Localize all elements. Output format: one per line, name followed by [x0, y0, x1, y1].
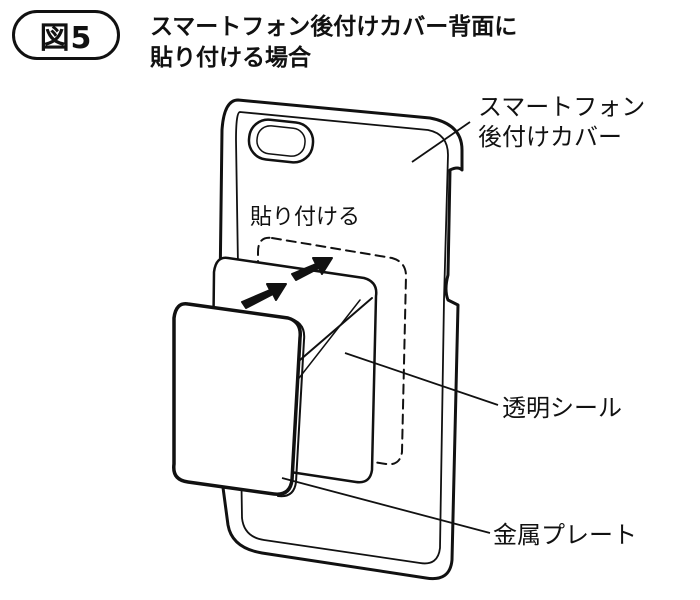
label-transparent-seal: 透明シール [502, 394, 622, 422]
label-phone-cover: スマートフォン 後付けカバー [478, 92, 645, 152]
leader-line-cover [411, 121, 471, 163]
label-metal-plate: 金属プレート [493, 521, 637, 549]
label-phone-cover-line-1: スマートフォン [478, 93, 646, 121]
camera-hole [247, 118, 315, 164]
attach-area-dashed [257, 236, 407, 466]
leader-line-plate [281, 477, 491, 534]
figure-title: スマートフォン後付けカバー背面に 貼り付ける場合 [150, 12, 517, 74]
label-phone-cover-line-2: 後付けカバー [478, 123, 622, 151]
metal-plate-edge [277, 317, 306, 498]
label-attach: 貼り付ける [250, 205, 361, 230]
seal-peel-line-2 [295, 299, 361, 383]
seal-peel-line [299, 297, 373, 361]
figure-title-line-1: スマートフォン後付けカバー背面に [150, 14, 518, 40]
camera-hole-inner [256, 125, 306, 157]
figure-number-badge: 図5 [12, 10, 120, 60]
metal-plate [172, 302, 302, 496]
figure-title-line-2: 貼り付ける場合 [150, 45, 311, 71]
phone-cover-inner-edge [235, 111, 449, 565]
leader-line-seal [344, 352, 499, 406]
arrow-attach-1 [241, 283, 287, 309]
arrow-attach-2 [291, 257, 333, 281]
